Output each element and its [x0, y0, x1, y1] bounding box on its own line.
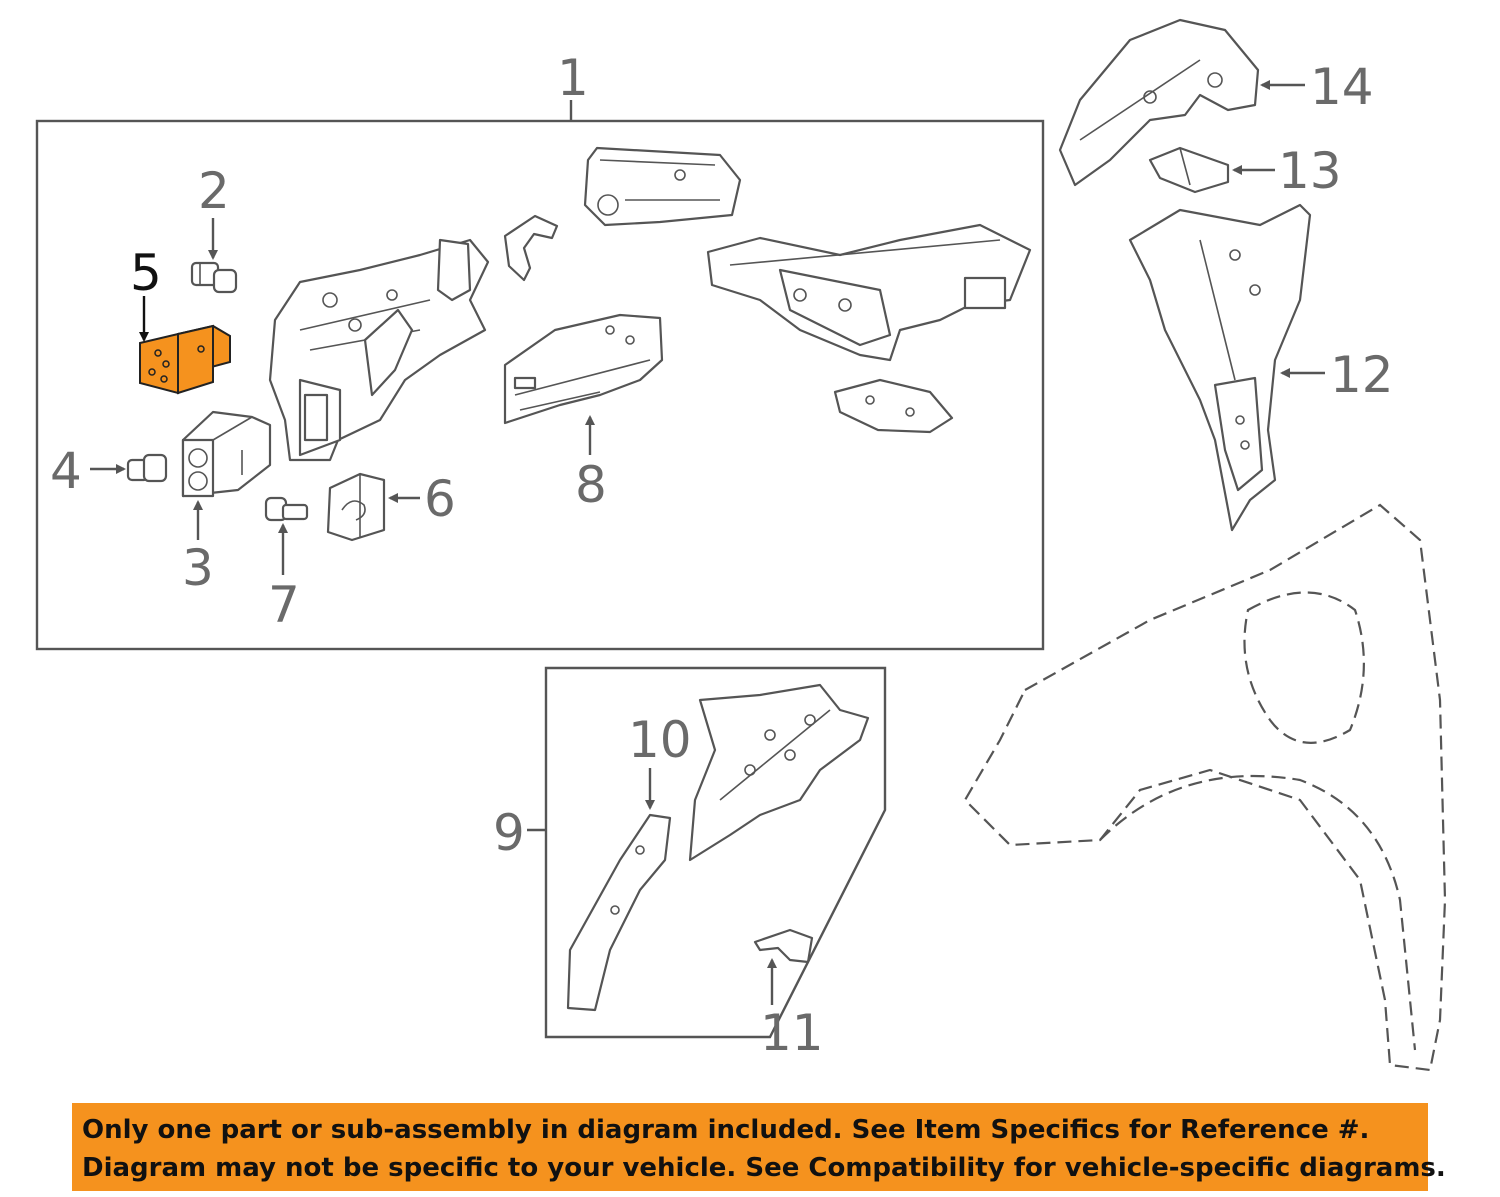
- disclaimer-banner: Only one part or sub-assembly in diagram…: [72, 1103, 1446, 1191]
- part-3-mount: [181, 410, 272, 498]
- part-6-bracket: [326, 472, 386, 542]
- disclaimer-line-2: Diagram may not be specific to your vehi…: [82, 1153, 1446, 1183]
- callout-6: 6: [424, 470, 456, 528]
- group-1-frame: [35, 119, 1045, 651]
- disclaimer-line-1: Only one part or sub-assembly in diagram…: [82, 1115, 1370, 1145]
- fender-dashed: [963, 503, 1447, 1072]
- frame-rail-extension: [706, 223, 1032, 362]
- part-10-rail: [566, 813, 672, 1012]
- part-14-upper-rail: [1058, 18, 1260, 187]
- callout-10: 10: [628, 711, 692, 769]
- callout-2: 2: [198, 162, 230, 220]
- part-12-hinge-pillar: [1128, 203, 1312, 532]
- part-4-bolt: [126, 453, 168, 483]
- callout-5: 5: [130, 244, 162, 302]
- group-9-frame: [544, 666, 887, 1039]
- callout-13: 13: [1278, 142, 1342, 200]
- callout-14: 14: [1310, 58, 1374, 116]
- wheelhouse-panel: [688, 683, 870, 862]
- part-13-bracket: [1148, 146, 1230, 194]
- cowl-panel: [583, 146, 742, 227]
- part-8-rail: [503, 313, 664, 425]
- part-11-clip: [753, 928, 814, 964]
- callout-1: 1: [557, 49, 589, 107]
- part-7-bolt: [264, 496, 309, 522]
- apron-front-assembly: [268, 238, 490, 462]
- part-5-bracket-highlighted: [139, 324, 231, 395]
- callout-12: 12: [1330, 346, 1394, 404]
- callout-9: 9: [493, 804, 525, 862]
- small-plate: [833, 378, 954, 434]
- callout-4: 4: [50, 442, 82, 500]
- callout-11: 11: [760, 1004, 824, 1062]
- callout-7: 7: [268, 576, 300, 634]
- callout-3: 3: [182, 539, 214, 597]
- small-hook-bracket: [503, 214, 559, 282]
- part-2-bolt: [190, 261, 238, 294]
- callout-8: 8: [575, 456, 607, 514]
